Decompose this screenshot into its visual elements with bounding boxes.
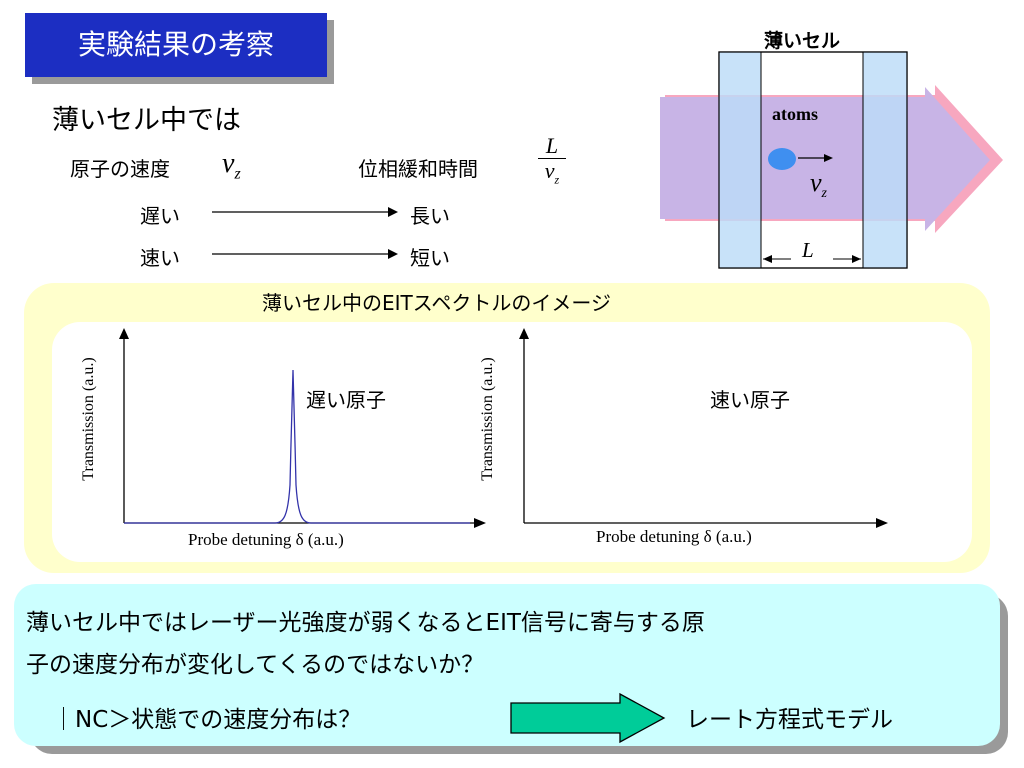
spectrum-title: 薄いセル中のEITスペクトルのイメージ — [262, 291, 611, 315]
intro-heading: 薄いセル中では — [52, 105, 241, 136]
atoms-label: atoms — [772, 104, 818, 124]
plot2-xlabel: Probe detuning δ (a.u.) — [596, 527, 752, 546]
relaxation-fraction: L vz — [534, 134, 570, 191]
spectrum-inner-panel — [52, 322, 972, 562]
plot2-annotation: 速い原子 — [710, 388, 790, 412]
conclusion-question: ｜NC＞状態での速度分布は？ — [52, 707, 362, 733]
plot1-annotation: 遅い原子 — [306, 388, 386, 412]
plot2-ylabel: Transmission (a.u.) — [479, 357, 496, 481]
plot-fast-atoms — [519, 328, 888, 528]
atom-velocity-label: vz — [810, 168, 827, 202]
conclusion-answer: レート方程式モデル — [686, 707, 893, 733]
row-slow-label: 遅い — [140, 204, 180, 228]
atom-dot — [768, 148, 796, 170]
velocity-label: 原子の速度 — [70, 157, 170, 181]
cell-diagram — [660, 51, 1003, 269]
conclusion-line-2: 子の速度分布が変化してくるのではないか？ — [26, 652, 485, 678]
velocity-symbol: vz — [222, 148, 241, 183]
cell-window-left — [718, 51, 762, 269]
plot-slow-atoms — [119, 328, 486, 528]
row-slow-result: 長い — [410, 204, 450, 228]
relaxation-label: 位相緩和時間 — [358, 157, 478, 181]
plot1-eit-peak — [124, 369, 470, 524]
row-fast-result: 短い — [410, 246, 450, 270]
cell-length-label: L — [802, 238, 814, 262]
conclusion-panel — [14, 584, 1000, 746]
conclusion-arrow — [510, 692, 666, 744]
row-fast-arrow — [212, 249, 398, 259]
slide-title: 実験結果の考察 — [25, 13, 327, 77]
row-fast-label: 速い — [140, 246, 180, 270]
plot1-ylabel: Transmission (a.u.) — [80, 357, 97, 481]
cell-window-right — [862, 51, 908, 269]
conclusion-line-1: 薄いセル中ではレーザー光強度が弱くなるとEIT信号に寄与する原 — [26, 610, 705, 636]
cell-title: 薄いセル — [764, 30, 841, 52]
plot1-xlabel: Probe detuning δ (a.u.) — [188, 530, 344, 549]
row-slow-arrow — [212, 207, 398, 217]
